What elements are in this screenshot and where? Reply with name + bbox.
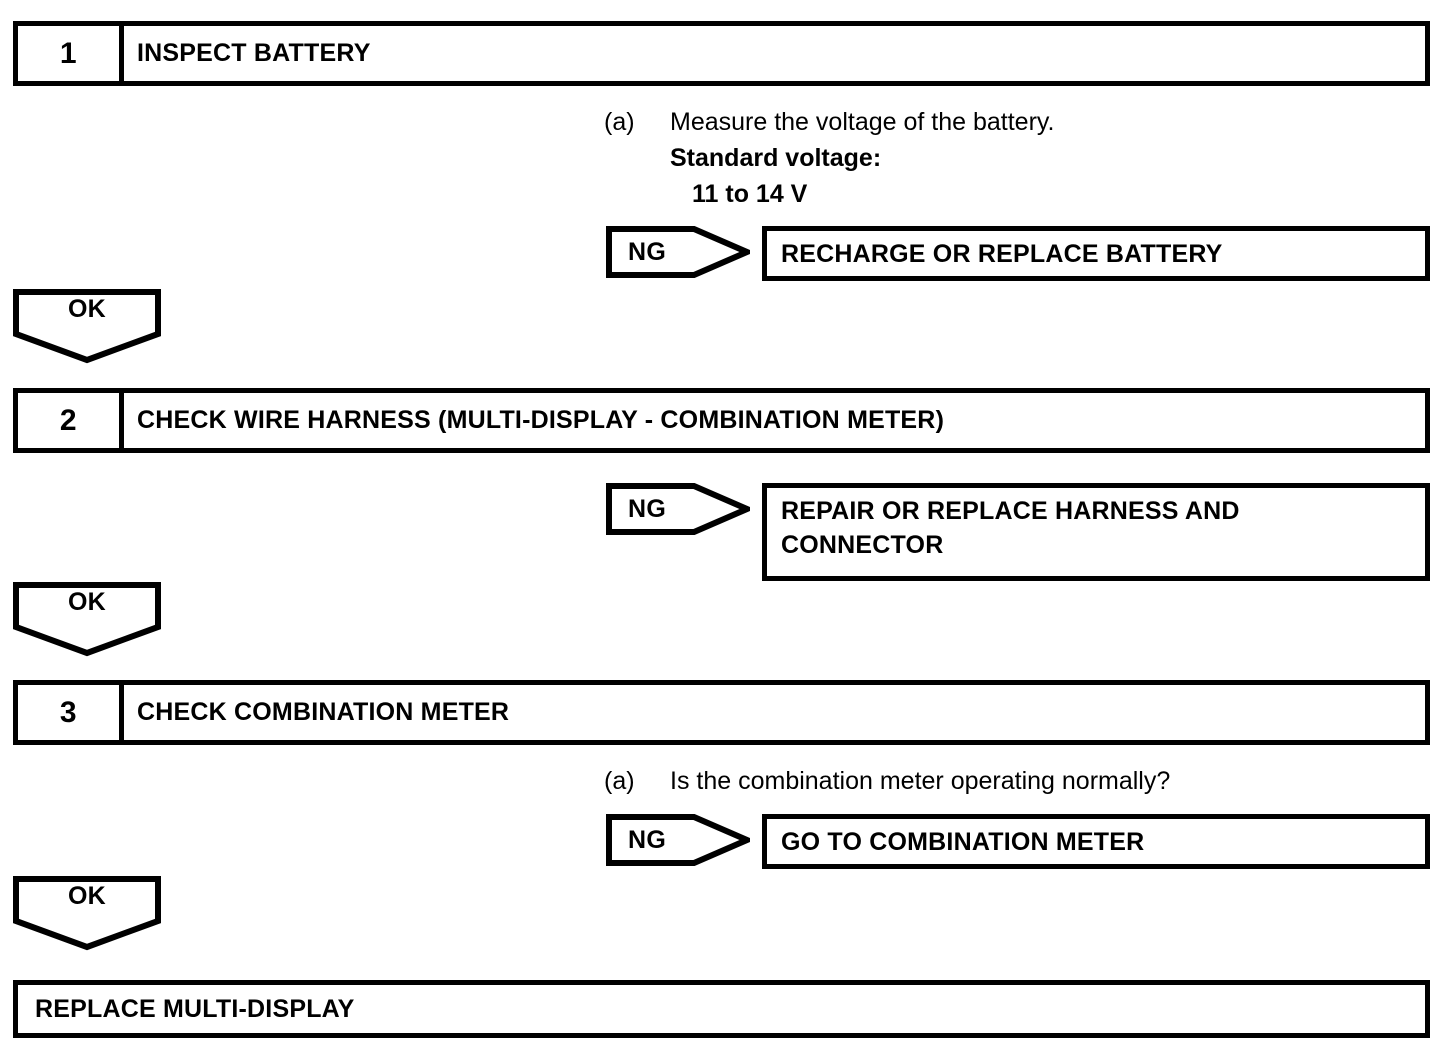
step-3-detail: (a) Is the combination meter operating no… [604, 763, 1170, 799]
step-3-ng-result[interactable]: GO TO COMBINATION METER [762, 814, 1430, 869]
ng-pentagon-icon [606, 814, 750, 866]
step-1-ng-label: NG [628, 237, 667, 266]
final-action-bar[interactable]: REPLACE MULTI-DISPLAY [13, 980, 1430, 1038]
step-1-detail: (a) Measure the voltage of the battery. S… [604, 104, 1055, 212]
ok-pentagon-icon [13, 876, 161, 951]
step-2-ok-tag[interactable]: OK [12, 582, 162, 658]
step-1-title: INSPECT BATTERY [137, 39, 371, 67]
step-2-ng-label: NG [628, 494, 667, 523]
step-1-detail-line-2: Standard voltage: [670, 144, 882, 172]
step-1-ok-label: OK [67, 295, 107, 323]
ok-pentagon-icon [13, 289, 161, 364]
step-3-ok-label: OK [67, 882, 107, 910]
step-1-detail-marker: (a) [604, 108, 635, 136]
step-3-detail-marker: (a) [604, 767, 635, 795]
step-1-ng-result[interactable]: RECHARGE OR REPLACE BATTERY [762, 226, 1430, 281]
step-2-ok-label: OK [67, 588, 107, 616]
step-3-ng-label: NG [628, 825, 667, 854]
step-2-ng-result-line-2: CONNECTOR [781, 531, 944, 559]
step-1-number: 1 [18, 26, 124, 81]
step-2-ng-result-line-1: REPAIR OR REPLACE HARNESS AND [781, 497, 1240, 525]
step-1-detail-line-1: (a) Measure the voltage of the battery. [604, 104, 1055, 140]
step-1-detail-line-3: 11 to 14 V [692, 180, 808, 208]
ng-pentagon-icon [606, 483, 750, 535]
ok-pentagon-icon [13, 582, 161, 657]
step-1-ng-tag[interactable]: NG [606, 226, 750, 278]
step-2-number: 2 [18, 393, 124, 448]
step-2-header[interactable]: 2 CHECK WIRE HARNESS (MULTI-DISPLAY - CO… [13, 388, 1430, 453]
step-3-header[interactable]: 3 CHECK COMBINATION METER [13, 680, 1430, 745]
step-3-detail-text-1: Is the combination meter operating norma… [670, 767, 1171, 795]
step-1-ok-tag[interactable]: OK [12, 289, 162, 365]
step-3-title: CHECK COMBINATION METER [137, 698, 510, 726]
step-2-ng-tag[interactable]: NG [606, 483, 750, 535]
step-3-ok-tag[interactable]: OK [12, 876, 162, 952]
step-3-ng-result-line-1: GO TO COMBINATION METER [781, 828, 1145, 856]
step-1-ng-result-line-1: RECHARGE OR REPLACE BATTERY [781, 240, 1223, 268]
step-2-title: CHECK WIRE HARNESS (MULTI-DISPLAY - COMB… [137, 406, 945, 434]
step-3-ng-tag[interactable]: NG [606, 814, 750, 866]
ng-pentagon-icon [606, 226, 750, 278]
step-1-header[interactable]: 1 INSPECT BATTERY [13, 21, 1430, 86]
step-3-detail-line-1: (a) Is the combination meter operating no… [604, 763, 1170, 799]
step-2-ng-result[interactable]: REPAIR OR REPLACE HARNESS AND CONNECTOR [762, 483, 1430, 581]
step-1-detail-text-1: Measure the voltage of the battery. [670, 108, 1055, 136]
step-3-number: 3 [18, 685, 124, 740]
